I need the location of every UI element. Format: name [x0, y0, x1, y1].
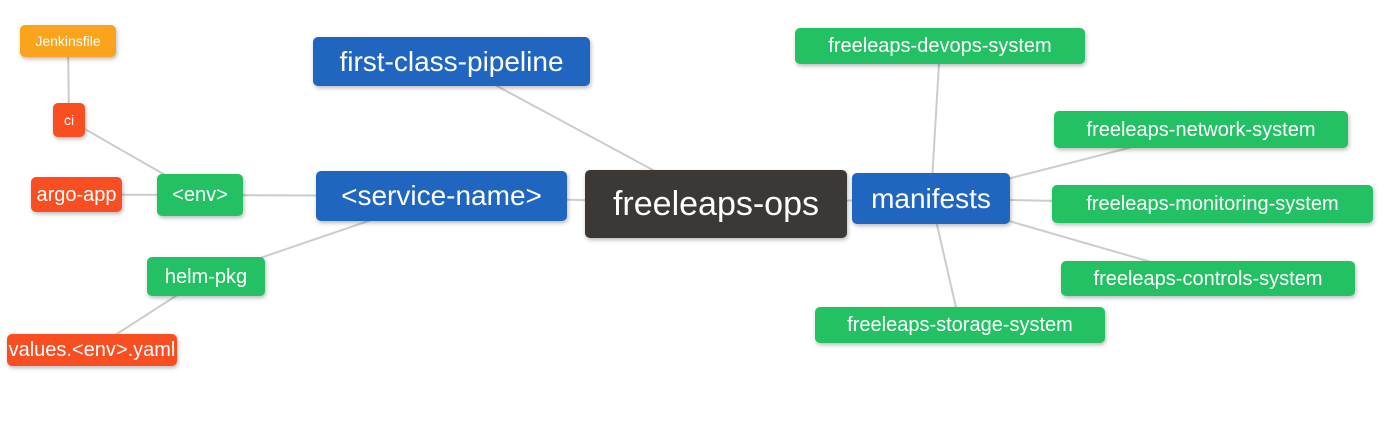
node-argo-app[interactable]: argo-app — [31, 177, 122, 212]
node-service-name[interactable]: <service-name> — [316, 171, 567, 221]
node-freeleaps-monitoring-system[interactable]: freeleaps-monitoring-system — [1052, 185, 1373, 223]
node-jenkinsfile[interactable]: Jenkinsfile — [20, 25, 116, 57]
node-freeleaps-devops-system[interactable]: freeleaps-devops-system — [795, 28, 1085, 64]
node-freeleaps-storage-system[interactable]: freeleaps-storage-system — [815, 307, 1105, 343]
node-manifests[interactable]: manifests — [852, 173, 1010, 224]
node-env[interactable]: <env> — [157, 174, 243, 216]
node-helm-pkg[interactable]: helm-pkg — [147, 257, 265, 296]
node-ci[interactable]: ci — [53, 103, 85, 137]
node-first-class-pipeline[interactable]: first-class-pipeline — [313, 37, 590, 86]
node-freeleaps-network-system[interactable]: freeleaps-network-system — [1054, 111, 1348, 148]
node-freeleaps-ops[interactable]: freeleaps-ops — [585, 170, 847, 238]
node-values-env-yaml[interactable]: values.<env>.yaml — [7, 334, 177, 366]
node-freeleaps-controls-system[interactable]: freeleaps-controls-system — [1061, 261, 1355, 296]
